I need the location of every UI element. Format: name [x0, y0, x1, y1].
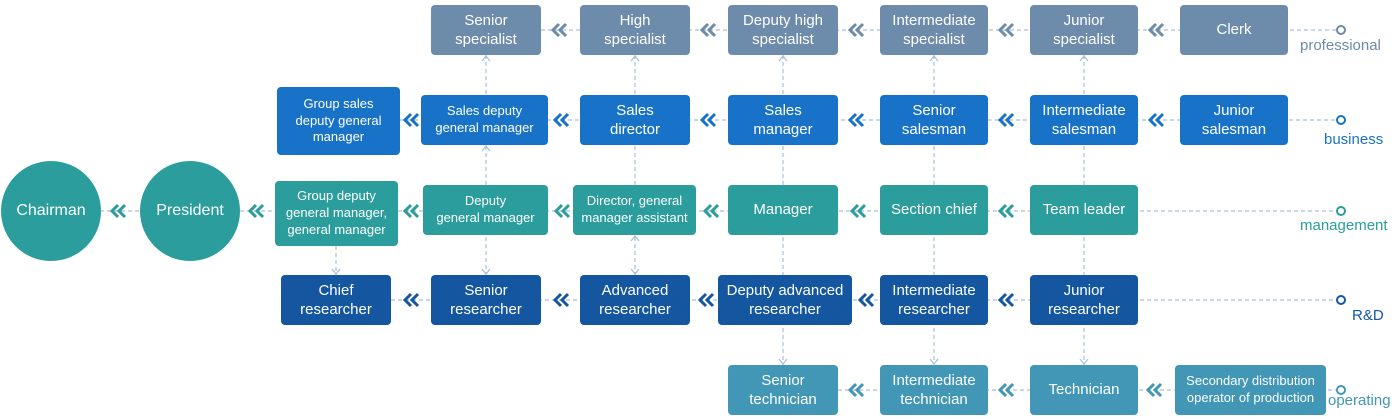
president-node[interactable]: President — [140, 161, 240, 261]
double-chevron-left-icon — [552, 292, 570, 308]
double-chevron-left-icon — [553, 203, 571, 219]
track-label-professional: professional — [1300, 37, 1381, 54]
track-label-operating: operating — [1328, 392, 1391, 409]
track-endpoint-icon — [1336, 385, 1346, 395]
double-chevron-left-icon — [402, 203, 420, 219]
track-label-management: management — [1300, 217, 1388, 234]
node-technician[interactable]: Technician — [1030, 365, 1138, 415]
double-chevron-left-icon — [1147, 22, 1165, 38]
double-chevron-left-icon — [847, 22, 865, 38]
arrow-down-icon — [929, 358, 939, 365]
double-chevron-left-icon — [109, 203, 127, 219]
double-chevron-left-icon — [997, 382, 1015, 398]
double-chevron-left-icon — [402, 112, 420, 128]
double-chevron-left-icon — [857, 292, 875, 308]
track-label-business: business — [1324, 131, 1384, 148]
arrow-up-icon — [481, 55, 491, 62]
arrow-up-icon — [1079, 55, 1089, 62]
double-chevron-left-icon — [847, 382, 865, 398]
arrow-up-icon — [929, 55, 939, 62]
track-endpoint-icon — [1336, 25, 1346, 35]
double-chevron-left-icon — [702, 203, 720, 219]
double-chevron-left-icon — [997, 203, 1015, 219]
node-manager[interactable]: Manager — [728, 185, 838, 235]
double-chevron-left-icon — [402, 292, 420, 308]
double-chevron-left-icon — [1147, 112, 1165, 128]
arrow-down-icon — [481, 268, 491, 275]
double-chevron-left-icon — [997, 22, 1015, 38]
double-chevron-left-icon — [552, 112, 570, 128]
double-chevron-left-icon — [247, 203, 265, 219]
arrow-up-icon — [481, 145, 491, 152]
track-endpoint-icon — [1336, 115, 1346, 125]
node-team-leader[interactable]: Team leader — [1030, 185, 1138, 235]
double-chevron-left-icon — [699, 22, 717, 38]
arrow-down-icon — [331, 268, 341, 275]
double-chevron-left-icon — [847, 112, 865, 128]
arrow-down-icon — [1079, 358, 1089, 365]
node-section-chief[interactable]: Section chief — [880, 185, 988, 235]
arrow-down-icon — [630, 268, 640, 275]
double-chevron-left-icon — [550, 22, 568, 38]
arrow-up-icon — [630, 55, 640, 62]
arrow-up-icon — [778, 55, 788, 62]
double-chevron-left-icon — [997, 112, 1015, 128]
double-chevron-left-icon — [699, 112, 717, 128]
double-chevron-left-icon — [849, 203, 867, 219]
node-clerk[interactable]: Clerk — [1180, 5, 1288, 55]
double-chevron-left-icon — [1145, 382, 1163, 398]
arrow-up-icon — [630, 235, 640, 242]
arrow-down-icon — [778, 358, 788, 365]
track-endpoint-icon — [1336, 206, 1346, 216]
double-chevron-left-icon — [697, 292, 715, 308]
track-label-rd: R&D — [1352, 307, 1384, 324]
track-endpoint-icon — [1336, 295, 1346, 305]
chairman-node[interactable]: Chairman — [1, 161, 101, 261]
double-chevron-left-icon — [997, 292, 1015, 308]
